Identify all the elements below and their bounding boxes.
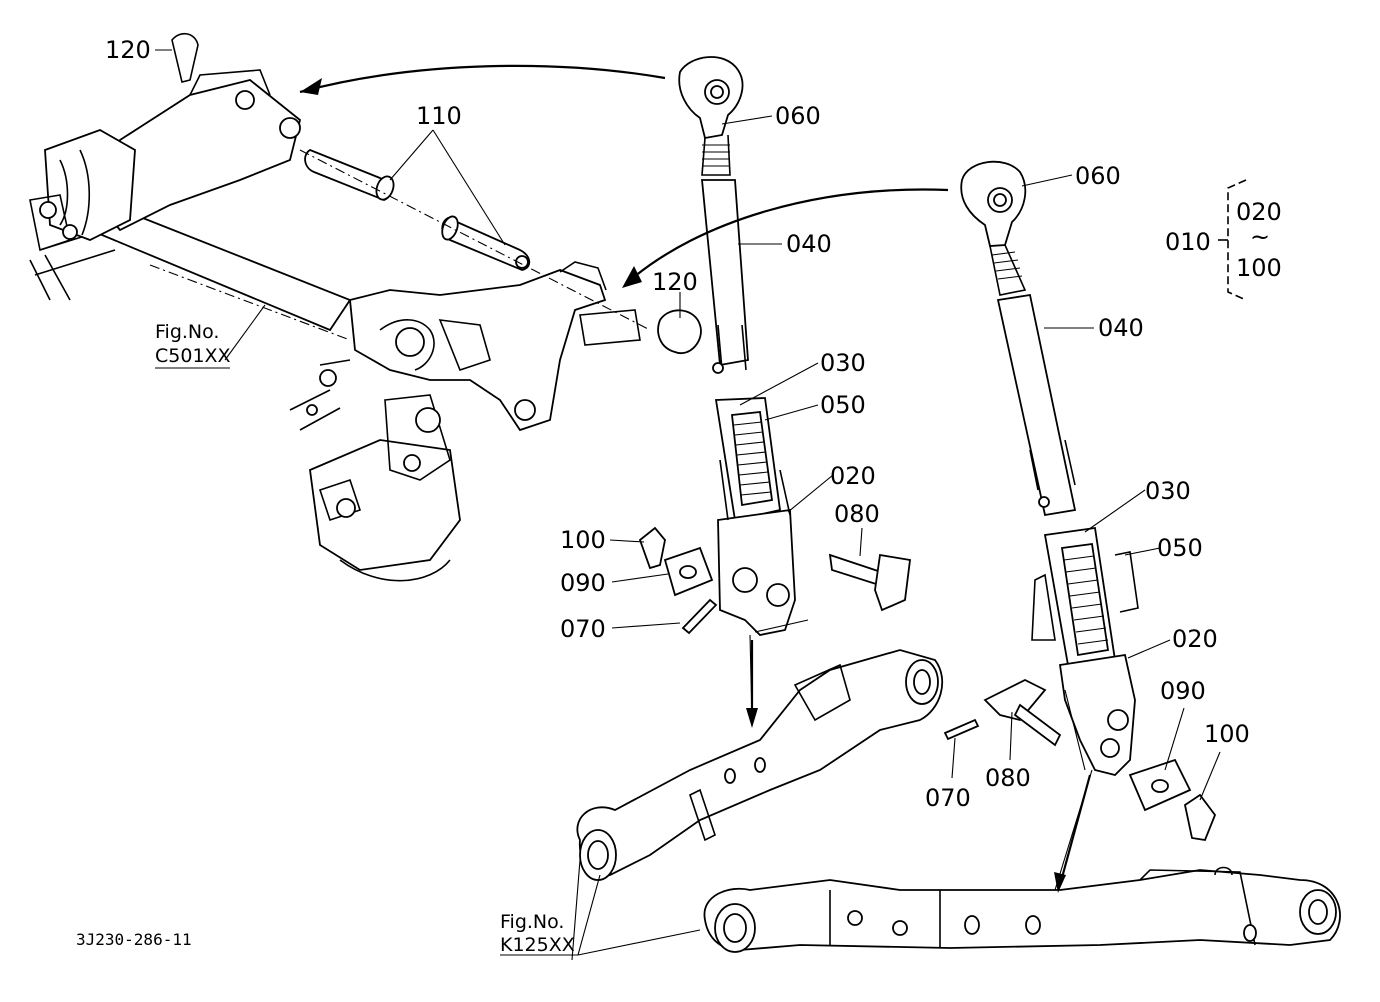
part-label-070-b: 070 — [925, 784, 971, 812]
range-from-label: 020 — [1236, 198, 1282, 226]
part-label-100-b: 100 — [1204, 720, 1250, 748]
part-label-060-a: 060 — [775, 102, 821, 130]
tractor-hitch-assembly — [29, 69, 651, 582]
part-label-040-a: 040 — [786, 230, 832, 258]
range-to-label: 100 — [1236, 254, 1282, 282]
leader-lines — [155, 49, 1221, 956]
assembly-arrows — [299, 64, 1092, 893]
part-label-020-a: 020 — [830, 462, 876, 490]
part-label-050-a: 050 — [820, 391, 866, 419]
part-label-030-b: 030 — [1145, 477, 1191, 505]
fig-ref-bottom-line2: K125XX — [500, 934, 575, 956]
part-label-040-b: 040 — [1098, 314, 1144, 342]
part-label-060-b: 060 — [1075, 162, 1121, 190]
top-link-assembly-left — [171, 32, 944, 961]
part-label-020-b: 020 — [1172, 625, 1218, 653]
part-label-120-top: 120 — [105, 36, 151, 64]
part-label-080-a: 080 — [834, 500, 880, 528]
part-label-110: 110 — [416, 102, 462, 130]
part-label-090-b: 090 — [1160, 677, 1206, 705]
fig-ref-bottom-line1: Fig.No. — [500, 911, 564, 933]
part-label-120-mid: 120 — [652, 268, 698, 296]
part-label-050-b: 050 — [1157, 534, 1203, 562]
part-label-080-b: 080 — [985, 764, 1031, 792]
part-label-070-a: 070 — [560, 615, 606, 643]
range-parent-label: 010 — [1165, 228, 1211, 256]
top-link-assembly-right — [703, 160, 1341, 953]
range-bracket — [1218, 179, 1247, 301]
fig-ref-left-line2: C501XX — [155, 345, 231, 367]
diagram-id: 3J230-286-11 — [76, 930, 192, 949]
part-label-090-a: 090 — [560, 569, 606, 597]
part-label-100-a: 100 — [560, 526, 606, 554]
range-tilde: ~ — [1250, 223, 1270, 251]
part-label-030-a: 030 — [820, 349, 866, 377]
fig-ref-left-line1: Fig.No. — [155, 321, 219, 343]
